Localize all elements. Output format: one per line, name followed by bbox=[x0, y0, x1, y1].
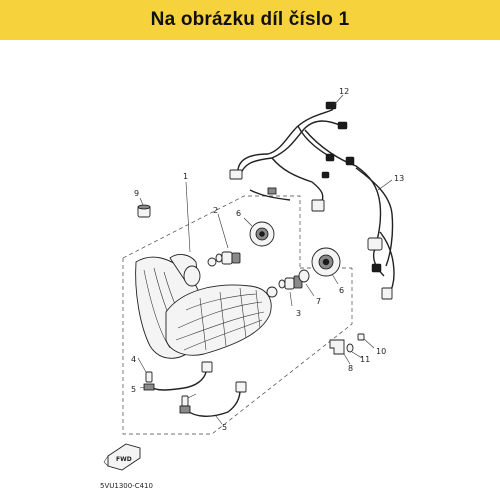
position-lamp-4 bbox=[137, 357, 197, 407]
banner-title: Na obrázku díl číslo 1 bbox=[150, 9, 350, 30]
callout-3: 3 bbox=[296, 309, 301, 318]
callout-13: 13 bbox=[394, 174, 404, 183]
fwd-label: FWD bbox=[116, 456, 132, 463]
callout-8: 8 bbox=[348, 364, 353, 373]
wiring-harness bbox=[229, 94, 395, 300]
callout-5-bottom: 5 bbox=[222, 423, 227, 432]
fwd-arrow-icon: FWD bbox=[103, 443, 141, 471]
callout-6-upper: 6 bbox=[236, 209, 241, 218]
callout-7: 7 bbox=[316, 297, 321, 306]
headlight-housing bbox=[135, 181, 278, 359]
callout-10: 10 bbox=[376, 347, 386, 356]
callout-6-lower: 6 bbox=[339, 286, 344, 295]
socket-6-upper bbox=[243, 217, 275, 247]
bracket-8 bbox=[329, 339, 351, 365]
grommet-9 bbox=[137, 197, 151, 218]
callout-1: 1 bbox=[183, 172, 188, 181]
callout-12: 12 bbox=[339, 87, 349, 96]
callout-5-left: 5 bbox=[131, 385, 136, 394]
callout-9: 9 bbox=[134, 189, 139, 198]
callout-11: 11 bbox=[360, 355, 370, 364]
callout-2: 2 bbox=[213, 206, 218, 215]
bolt-10 bbox=[357, 333, 375, 349]
diagram-code: 5VU1300-C410 bbox=[100, 482, 153, 490]
socket-7 bbox=[298, 269, 315, 297]
lamp-socket-5 bbox=[139, 361, 247, 425]
bulb-2 bbox=[215, 213, 241, 265]
cover-6-lower bbox=[311, 247, 341, 285]
bulb-3 bbox=[278, 275, 303, 307]
title-banner: Na obrázku díl číslo 1 bbox=[0, 0, 500, 40]
washer-11 bbox=[346, 343, 363, 359]
callout-4: 4 bbox=[131, 355, 136, 364]
assembly-outline bbox=[122, 195, 353, 435]
